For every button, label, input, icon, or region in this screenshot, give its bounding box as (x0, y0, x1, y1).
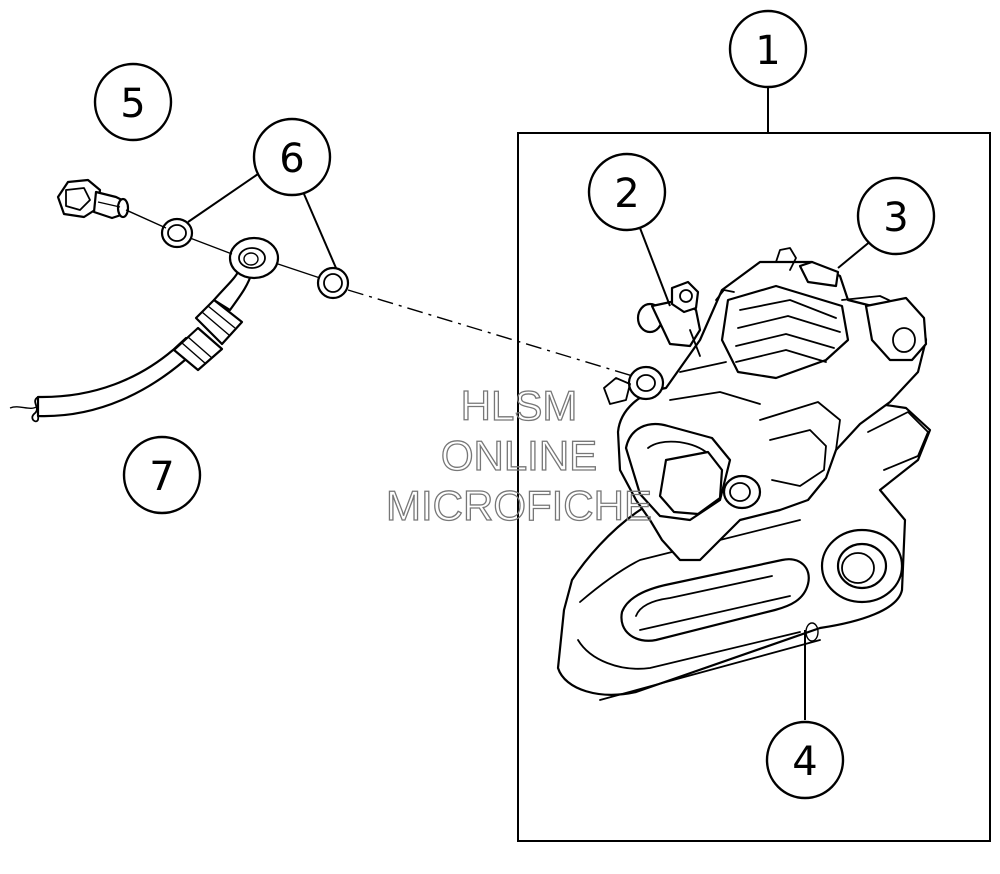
leader-6b (303, 193, 337, 269)
banjo-bolt[interactable] (56, 178, 130, 220)
svg-text:3: 3 (883, 195, 908, 241)
svg-text:2: 2 (614, 171, 639, 217)
watermark-line-2: ONLINE (441, 432, 597, 479)
svg-text:5: 5 (120, 81, 145, 127)
callout-6: 6 (252, 117, 332, 197)
svg-text:6: 6 (279, 136, 304, 182)
callout-7: 7 (122, 435, 202, 515)
brake-hose[interactable] (9, 236, 280, 423)
bleed-valve[interactable] (636, 280, 702, 357)
svg-text:7: 7 (149, 454, 174, 500)
watermark-line-1: HLSM (461, 382, 578, 429)
assembly-frame (517, 132, 991, 842)
brake-caliper-assembly[interactable] (556, 247, 932, 701)
leader-6a (187, 173, 259, 223)
callout-4: 4 (765, 720, 845, 800)
svg-text:4: 4 (792, 739, 817, 785)
callout-2: 2 (587, 152, 667, 232)
sealing-ring-right[interactable] (316, 266, 350, 300)
callout-1: 1 (728, 9, 808, 89)
leader-2 (639, 227, 671, 307)
leader-3 (837, 239, 873, 269)
svg-text:1: 1 (755, 28, 780, 74)
watermark-line-3: MICROFICHE (386, 482, 652, 529)
watermark: HLSM ONLINE MICROFICHE (385, 381, 652, 529)
callout-3: 3 (856, 176, 936, 256)
callout-5: 5 (93, 62, 173, 142)
assembly-axis (125, 209, 637, 378)
sealing-ring-left[interactable] (160, 217, 194, 249)
brake-pad[interactable] (798, 260, 840, 288)
